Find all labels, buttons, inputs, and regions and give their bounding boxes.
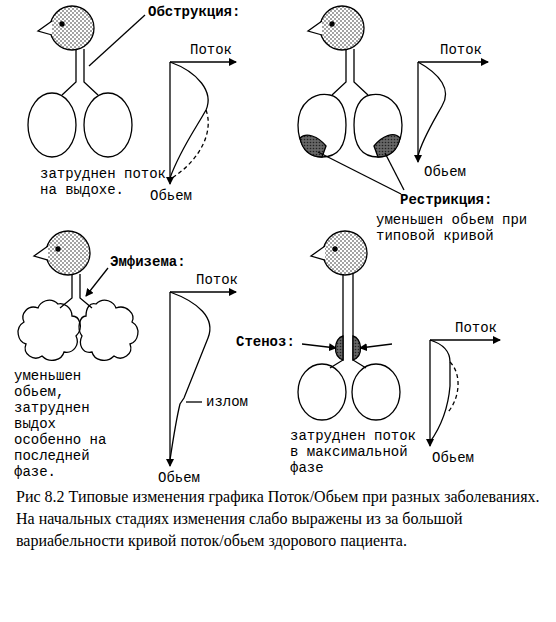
axis-label: Поток: [440, 42, 482, 58]
axis-label: Поток: [455, 320, 497, 336]
axis-label: Поток: [196, 272, 238, 288]
restriction-figure: [298, 6, 488, 194]
panel-note: затруднен поток на выдохе.: [40, 166, 176, 198]
panel-note: уменьшен обьем при типовой кривой: [376, 212, 546, 244]
panel-heading: Обструкция:: [148, 4, 240, 20]
obstruction-figure: [28, 6, 236, 184]
axis-label: Обьем: [424, 164, 466, 180]
panel-note: уменьшен обьем, затруднен выдох особенно…: [14, 368, 114, 480]
stenosis-figure: [298, 231, 500, 446]
figure-caption: Рис 8.2 Типовые изменения графика Поток/…: [16, 486, 542, 552]
axis-label: Обьем: [432, 450, 474, 466]
panel-heading: Рестрикция:: [400, 192, 492, 208]
curve-note: излом: [206, 394, 248, 410]
panel-heading: Стеноз:: [236, 334, 295, 350]
panel-heading: Эмфизема:: [110, 254, 186, 270]
axis-label: Обьем: [158, 470, 200, 486]
axis-label: Поток: [190, 42, 232, 58]
panel-note: затруднен поток в максимальной фазе: [290, 428, 426, 476]
axis-label: Обьем: [150, 188, 192, 204]
